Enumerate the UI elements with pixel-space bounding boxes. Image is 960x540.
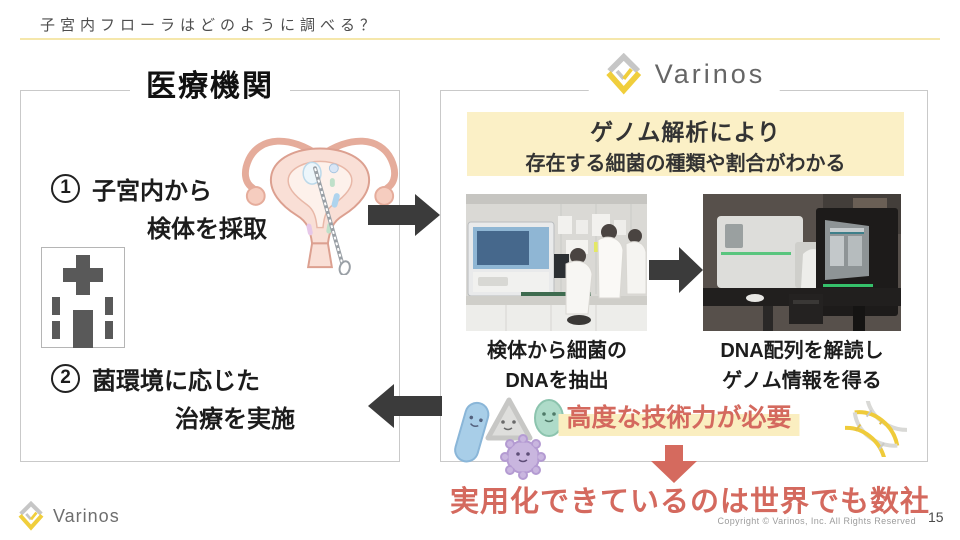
lab-photo [466,194,647,331]
page-number: 15 [928,509,944,525]
caption-dna-extraction: 検体から細菌の DNAを抽出 [457,336,657,396]
technology-note: 高度な技術力が必要 [558,396,800,436]
caption-left-line1: 検体から細菌の [487,340,627,362]
step-2: 2 菌環境に応じた 治療を実施 [51,361,295,434]
sequencer-photo [703,194,901,331]
slide-title: 子宮内フローラはどのように調べる？ [40,17,381,34]
varinos-logo-text: Varinos [654,58,766,89]
caption-sequencing: DNA配列を解読し ゲノム情報を得る [695,336,909,396]
bacteria-illustration [454,397,564,480]
step-1: 1 子宮内から 検体を採取 [51,171,267,244]
arrow-left-icon [368,384,442,428]
conclusion-text: 実用化できているのは世界でも数社 [449,486,930,518]
varinos-logo-mark-icon [606,53,642,95]
step-1-number: 1 [51,173,80,203]
genome-banner: ゲノム解析により 存在する細菌の種類や割合がわかる [467,112,904,176]
uterus-illustration [241,137,399,275]
varinos-logo: Varinos [588,53,780,95]
footer-varinos-logo-text: Varinos [53,505,120,526]
footer-varinos-logo-mark-icon [18,501,44,531]
banner-line2: 存在する細菌の種類や割合がわかる [525,152,846,175]
step-2-number: 2 [51,363,80,393]
varinos-process-panel: Varinos ゲノム解析により 存在する細菌の種類や割合がわかる [440,53,928,480]
medical-institution-panel: 医療機関 1 子宮内から 検体を採取 [20,61,400,462]
banner-line1: ゲノム解析により [590,118,781,145]
dna-helix-icon [845,401,907,457]
caption-left-line2: DNAを抽出 [505,370,609,392]
step-2-line2: 治療を実施 [175,406,295,433]
caption-right-line2: ゲノム情報を得る [722,370,882,392]
arrow-right-small-icon [649,247,703,293]
arrow-right-icon [368,194,440,236]
step-1-line1: 子宮内から [92,177,212,205]
step-2-line1: 菌環境に応じた [92,367,260,395]
left-panel-title: 医療機関 [130,61,290,105]
arrow-down-icon [651,445,697,483]
title-underline [20,38,940,40]
caption-right-line1: DNA配列を解読し [720,340,884,362]
copyright-text: Copyright © Varinos, Inc. All Rights Res… [717,516,916,526]
footer-varinos-logo: Varinos [16,501,120,531]
step-1-line2: 検体を採取 [147,216,267,243]
hospital-icon [41,247,125,348]
